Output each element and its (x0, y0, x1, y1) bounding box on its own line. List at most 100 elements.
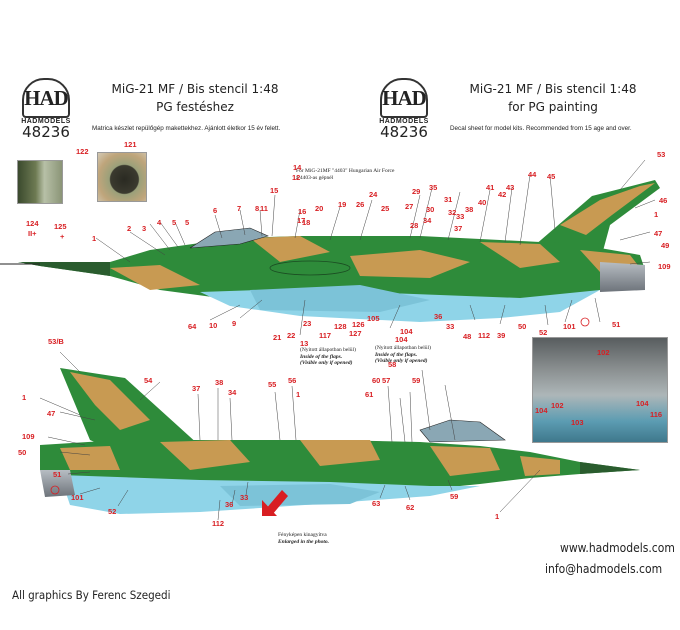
bottom-label-20: 36 (225, 500, 234, 509)
top-label-24: 35 (429, 183, 438, 192)
photo-detail-flaps (532, 337, 668, 443)
hadmodels-logo-right: HAD HADMODELS 48236 (376, 78, 432, 141)
top-label-53: 126 (352, 320, 365, 329)
bottom-label-14: 1 (296, 390, 301, 399)
bottom-label-2: 47 (47, 409, 56, 418)
flaps-left-l3: (Visible only if opened) (300, 360, 353, 366)
right-desc: Decal sheet for model kits. Recommended … (450, 125, 632, 132)
bottom-label-9: 37 (192, 384, 201, 393)
top-label-22: 28 (410, 221, 419, 230)
bottom-label-25: 59 (450, 492, 459, 501)
photo-thumb-pitot (17, 160, 63, 204)
top-label-26: 32 (448, 208, 457, 217)
top-label-18: 24 (369, 190, 378, 199)
bottom-label-23: 63 (372, 499, 381, 508)
top-label-52: 127 (349, 329, 362, 338)
flaps-right-l3: (Visible only if opened) (375, 358, 428, 364)
top-label-61: 50 (518, 322, 527, 331)
top-label-5: 8 (255, 204, 260, 213)
top-label-48: 22 (287, 331, 296, 340)
thumb-label-124: 124 (26, 219, 39, 228)
photo-thumb-intake (97, 152, 147, 202)
bottom-label-16: 60 (372, 376, 381, 385)
top-label-16: 2 (127, 224, 132, 233)
photo-label-104b: 104 (636, 399, 649, 408)
flaps-right-num: 104 (395, 335, 408, 344)
top-label-40: 1 (654, 210, 659, 219)
thumb-label-121: 121 (124, 140, 137, 149)
flaps-left-l1: (Nyitott állapotban belül) (300, 347, 356, 353)
top-label-15: 5 (185, 218, 190, 227)
photo-label-116: 116 (650, 410, 663, 419)
top-label-34: 42 (498, 190, 507, 199)
top-label-4: 7 (237, 204, 242, 213)
top-label-42: 49 (661, 241, 670, 250)
note-photo: Fényképen kinagyítva Enlarged in the pho… (278, 532, 348, 545)
right-title-line1: MiG-21 MF / Bis stencil 1:48 (469, 82, 637, 96)
top-label-46: 9 (232, 319, 237, 328)
top-label-21: 27 (405, 202, 414, 211)
note-flaps-right: (Nyitott állapotban belül) Inside of the… (375, 345, 445, 365)
note-top: For MiG-21MF "4403" Hungarian Air Force … (296, 168, 446, 181)
left-title-block: MiG-21 MF / Bis stencil 1:48 PG festéshe… (110, 80, 280, 116)
top-label-32: 40 (478, 198, 487, 207)
note-top-line2: a 4403-as gépnél (296, 174, 334, 181)
top-label-43: 109 (658, 262, 671, 271)
top-label-28: 30 (426, 205, 435, 214)
photo-note-l2: Enlarged in the photo. (278, 538, 330, 545)
top-label-23: 29 (412, 187, 421, 196)
top-label-57: 104 (400, 327, 413, 336)
top-label-50: 117 (319, 331, 332, 340)
top-label-51: 128 (334, 322, 347, 331)
logo-mark: HAD (24, 85, 69, 110)
top-label-30: 37 (454, 224, 463, 233)
top-label-7: 16 (298, 207, 307, 216)
footer-credit: All graphics By Ferenc Szegedi (12, 588, 171, 602)
top-label-37: 45 (547, 172, 556, 181)
left-title-line2: PG festéshez (156, 100, 234, 114)
top-label-60: 39 (497, 331, 506, 340)
photo-label-102b: 102 (551, 401, 564, 410)
top-label-35: 43 (506, 183, 515, 192)
top-label-27: 33 (456, 212, 465, 221)
flaps-right-l2: Inside of the flaps. (375, 351, 418, 358)
top-label-62: 52 (539, 328, 548, 337)
top-label-10: 20 (315, 204, 324, 213)
bottom-label-6: 101 (71, 493, 84, 502)
thumb-label-125: 125 (54, 222, 67, 231)
bottom-label-26: 1 (495, 512, 500, 521)
top-label-47: 21 (273, 333, 282, 342)
top-label-9: 18 (302, 218, 311, 227)
bottom-label-11: 34 (228, 388, 237, 397)
logo-code-right: 48236 (380, 123, 428, 141)
right-title-block: MiG-21 MF / Bis stencil 1:48 for PG pain… (468, 80, 638, 116)
top-label-55: 36 (434, 312, 443, 321)
footer-web[interactable]: www.hadmodels.com (560, 541, 675, 555)
bottom-label-1: 1 (22, 393, 27, 402)
top-label-8: 17 (297, 216, 306, 225)
bottom-label-22: 112 (212, 519, 225, 528)
logo-mark-right: HAD (382, 85, 427, 110)
bottom-label-18: 58 (388, 360, 397, 369)
top-label-3: 6 (213, 206, 218, 215)
top-aircraft (0, 159, 660, 336)
top-label-31: 38 (465, 205, 474, 214)
top-label-45: 10 (209, 321, 218, 330)
top-label-36: 44 (528, 170, 537, 179)
photo-label-103: 103 (571, 418, 584, 427)
top-label-1: 12 (292, 173, 301, 182)
top-label-56: 33 (446, 322, 455, 331)
note-flaps-left: (Nyitott állapotban belül) Inside of the… (300, 347, 370, 367)
bottom-label-15: 57 (382, 376, 391, 385)
flaps-right-l1: (Nyitott állapotban belül) (375, 345, 431, 351)
top-label-41: 47 (654, 229, 663, 238)
bottom-label-12: 55 (268, 380, 277, 389)
bottom-label-8: 54 (144, 376, 153, 385)
bottom-label-7: 52 (108, 507, 117, 516)
footer-email[interactable]: info@hadmodels.com (545, 562, 663, 576)
bottom-label-19: 59 (412, 376, 421, 385)
top-label-25: 31 (444, 195, 453, 204)
top-label-0: 14 (293, 163, 302, 172)
left-desc: Matrica készlet repülőgép makettekhez. A… (92, 125, 281, 132)
top-label-44: 64 (188, 322, 197, 331)
